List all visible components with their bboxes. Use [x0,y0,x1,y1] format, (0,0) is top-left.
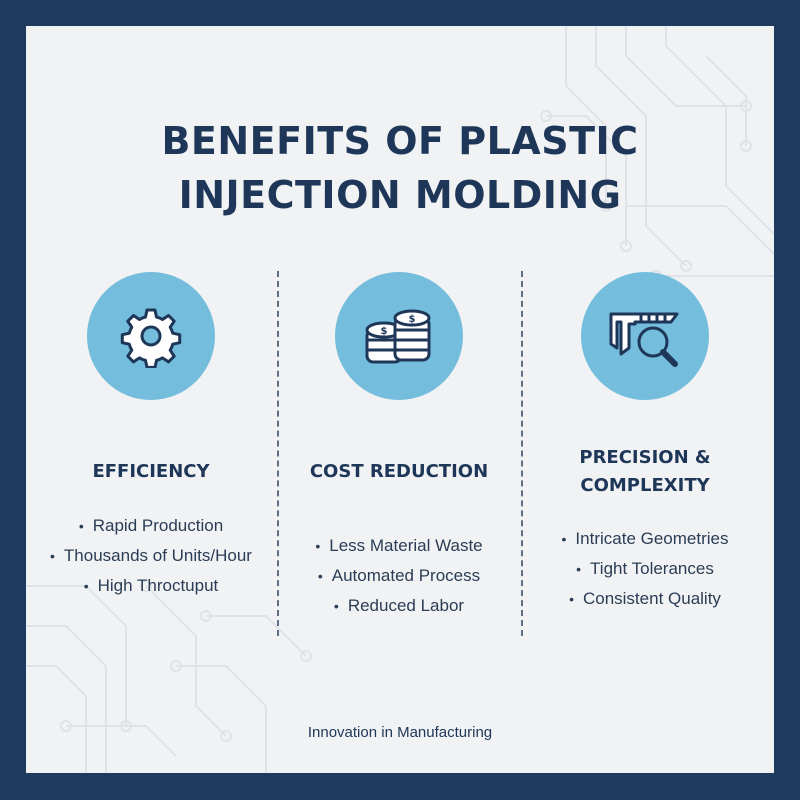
list-item: Thousands of Units/Hour [26,541,276,571]
benefit-column-precision: PRECISION & COMPLEXITY Intricate Geometr… [520,272,770,608]
icon-circle [581,272,709,400]
svg-text:$: $ [381,326,388,337]
caliper-magnifier-icon [609,312,679,367]
infographic-frame: BENEFITS OF PLASTIC INJECTION MOLDING EF… [26,26,774,773]
title-line-1: BENEFITS OF PLASTIC [161,119,639,163]
benefit-column-efficiency: EFFICIENCY Rapid Production Thousands of… [26,272,276,595]
page-title: BENEFITS OF PLASTIC INJECTION MOLDING [26,114,774,222]
benefit-heading: COST REDUCTION [309,461,489,482]
benefit-column-cost-reduction: $ $ COST REDUCTION Less Material Waste A… [274,272,524,615]
column-divider-left [277,271,279,636]
benefit-list: Less Material Waste Automated Process Re… [274,531,524,621]
footer-tagline: Innovation in Manufacturing [307,724,493,741]
icon-circle: $ $ [335,272,463,400]
column-divider-right [521,271,523,636]
benefit-heading: EFFICIENCY [92,461,210,482]
title-line-2: INJECTION MOLDING [178,173,622,217]
list-item: Intricate Geometries [520,524,770,554]
list-item: Automated Process [274,561,524,591]
list-item: Reduced Labor [274,591,524,621]
circuit-pattern-decoration [26,26,774,773]
svg-text:$: $ [409,314,416,325]
benefit-list: Intricate Geometries Tight Tolerances Co… [520,524,770,614]
list-item: Tight Tolerances [520,554,770,584]
list-item: High Throctuput [26,571,276,601]
benefit-list: Rapid Production Thousands of Units/Hour… [26,511,276,601]
list-item: Rapid Production [26,511,276,541]
list-item: Less Material Waste [274,531,524,561]
gear-icon [120,308,182,368]
list-item: Consistent Quality [520,584,770,614]
benefit-heading: PRECISION & COMPLEXITY [579,447,711,496]
icon-circle [87,272,215,400]
coin-stack-icon: $ $ [365,309,431,364]
